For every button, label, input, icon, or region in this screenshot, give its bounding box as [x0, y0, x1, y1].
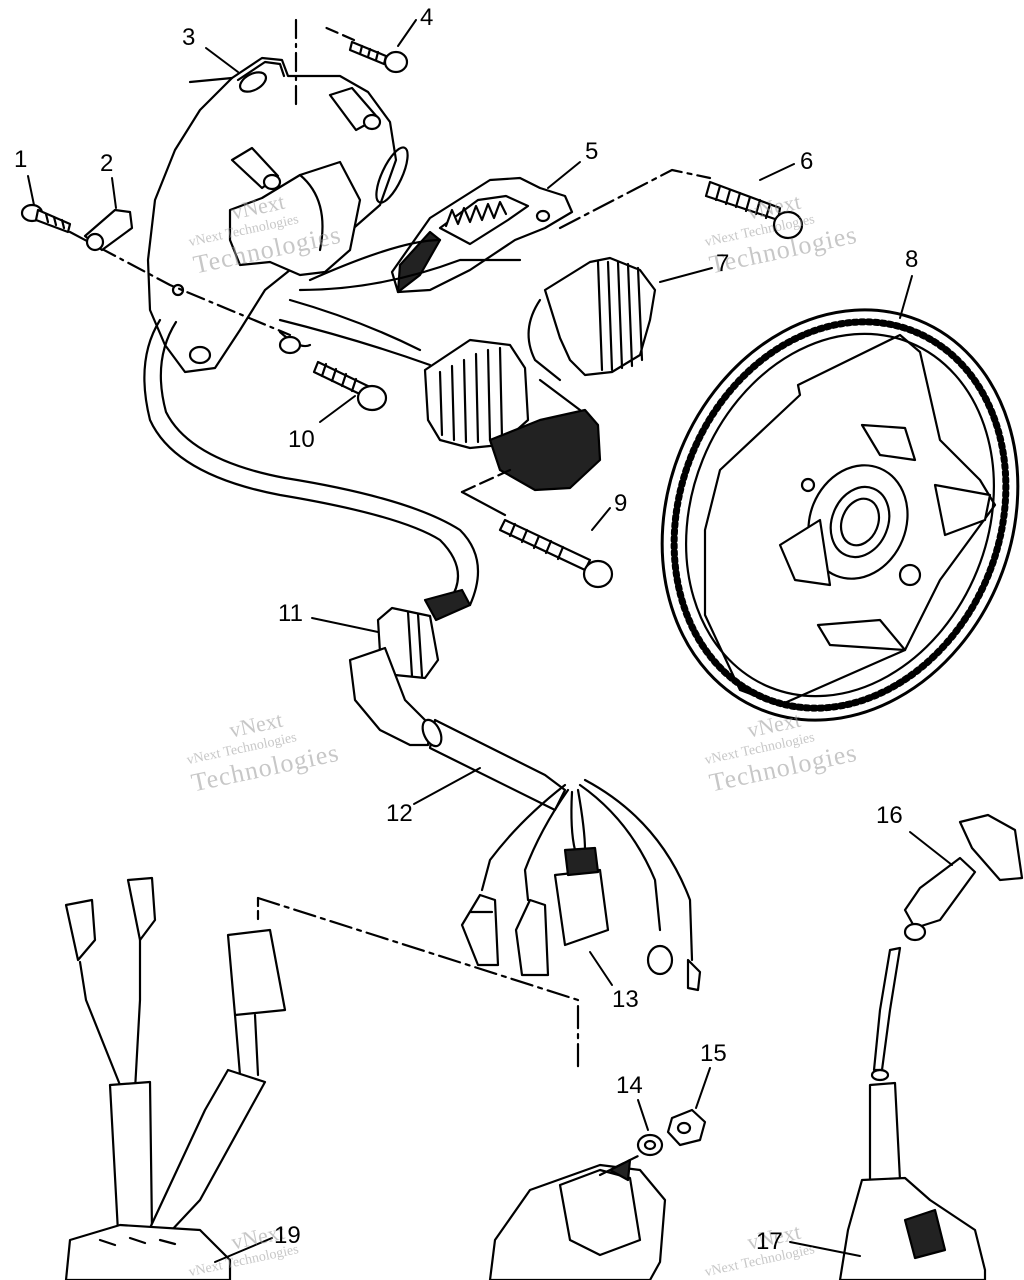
wire-connectors-13	[460, 778, 702, 992]
callout-10: 10	[288, 426, 315, 453]
callout-17: 17	[756, 1228, 783, 1255]
callout-3: 3	[182, 24, 196, 51]
nut-15	[666, 1108, 707, 1147]
callout-6: 6	[800, 148, 814, 175]
callout-1: 1	[14, 146, 28, 173]
cable-sleeve	[348, 646, 567, 812]
stator-wires	[278, 238, 522, 367]
screw-10	[312, 360, 388, 412]
pulser-coil-5	[390, 176, 574, 294]
callout-19: 19	[274, 1222, 301, 1249]
connector-assembly-19	[64, 876, 287, 1280]
callout-15: 15	[700, 1040, 727, 1067]
callout-12: 12	[386, 800, 413, 827]
spark-plug-cap-16	[870, 813, 1024, 1082]
ignition-coil-17	[838, 1081, 987, 1280]
callout-13: 13	[612, 986, 639, 1013]
callout-5: 5	[585, 138, 599, 165]
harness-cable	[143, 318, 480, 607]
screw-9	[498, 518, 614, 589]
callout-14: 14	[616, 1072, 643, 1099]
washer-14	[636, 1133, 664, 1157]
callout-2: 2	[100, 150, 114, 177]
callout-16: 16	[876, 802, 903, 829]
callout-leaders	[27, 19, 953, 1263]
stator-coil-posts	[228, 86, 382, 277]
screw-4	[348, 40, 409, 74]
callout-11: 11	[278, 600, 303, 627]
screw-6	[704, 180, 804, 240]
clip-2	[83, 208, 134, 252]
screw-1	[20, 203, 72, 234]
cdi-module	[488, 1158, 667, 1280]
callout-9: 9	[614, 490, 628, 517]
flywheel-8	[660, 308, 1020, 722]
charge-coil-7	[423, 256, 657, 492]
callout-8: 8	[905, 246, 919, 273]
callout-4: 4	[420, 4, 434, 31]
callout-7: 7	[716, 250, 730, 277]
